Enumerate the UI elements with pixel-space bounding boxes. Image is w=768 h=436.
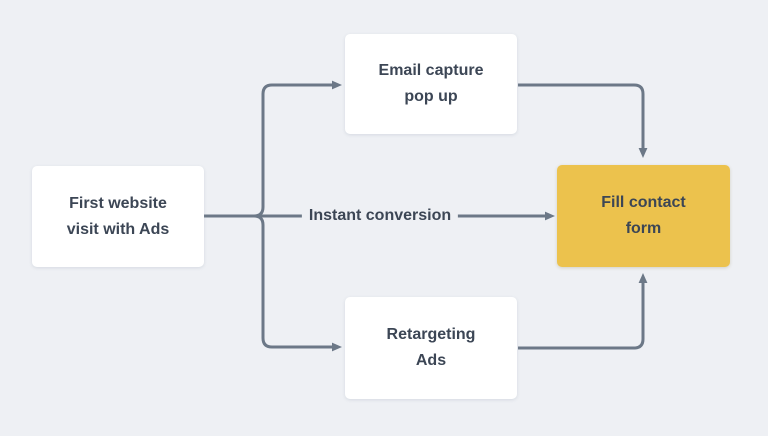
connector-retargeting-to-fill [518,273,648,350]
node-first-website-visit: First website visit with Ads [32,166,204,267]
node-label-line: Ads [415,352,447,369]
connector-first-to-email [204,80,342,218]
node-email-capture-popup-label: Email capture pop up [379,58,484,110]
node-first-website-visit-label: First website visit with Ads [67,191,170,243]
connector-email-to-fill [518,83,648,158]
node-label-line: pop up [404,88,458,105]
node-retargeting-ads: Retargeting Ads [345,297,517,399]
node-label-line: Fill contact [601,194,686,211]
node-label-line: First website [69,194,167,212]
node-label-line: Email capture [378,62,484,79]
node-label-line: visit with Ads [66,220,170,238]
node-fill-contact-form: Fill contact form [557,165,730,267]
edge-label-instant-conversion: Instant conversion [301,206,459,226]
connector-first-to-retargeting [204,214,342,352]
node-label-line: Retargeting [386,326,476,343]
node-retargeting-ads-label: Retargeting Ads [387,322,476,374]
node-label-line: form [625,220,662,237]
node-fill-contact-form-label: Fill contact form [601,190,685,242]
node-email-capture-popup: Email capture pop up [345,34,517,134]
